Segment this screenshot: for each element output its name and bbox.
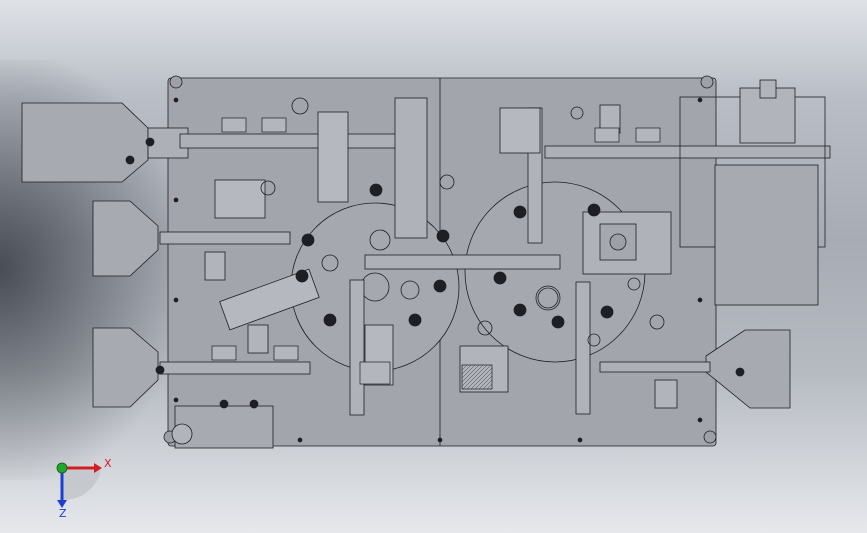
tooling-station — [408, 313, 422, 327]
bolt-hole — [249, 399, 259, 409]
clearance-hole — [587, 333, 601, 347]
x-axis-label: X — [104, 457, 112, 470]
feed-rail-bottom — [159, 361, 311, 375]
bolt-hole — [697, 97, 703, 103]
corner-foot — [700, 75, 714, 89]
tooling-station — [551, 315, 565, 329]
long-feed-rail-right — [544, 145, 831, 159]
slide-carriage — [499, 107, 541, 154]
bolt-hole — [437, 437, 443, 443]
tooling-station — [433, 279, 447, 293]
bolt-hole — [173, 197, 179, 203]
pick-place-head-2 — [214, 179, 266, 219]
angled-cylinder — [219, 268, 320, 331]
tooling-station — [513, 205, 527, 219]
clamp-block — [211, 345, 237, 361]
z-axis-head — [57, 500, 67, 508]
vertical-slide-4 — [575, 281, 591, 415]
tooling-station — [513, 303, 527, 317]
tooling-station — [493, 271, 507, 285]
clamp-block — [221, 117, 247, 133]
bolt-hole — [219, 399, 229, 409]
rotary-table-left-hub — [360, 272, 390, 302]
corner-foot — [169, 75, 183, 89]
bolt-hole — [577, 437, 583, 443]
side-cabinet-right — [714, 164, 819, 306]
clamp-block — [461, 364, 493, 390]
control-box — [174, 405, 274, 449]
pick-place-head-1 — [317, 111, 349, 203]
cylinder-body-bottom — [654, 379, 678, 409]
drive-box-shaft — [609, 233, 627, 251]
vertical-slide-2 — [349, 279, 365, 416]
top-cylinder-right — [759, 79, 777, 99]
tooling-station — [301, 233, 315, 247]
feed-rail-mid — [159, 231, 291, 245]
corner-foot — [703, 430, 717, 444]
bolt-hole — [173, 97, 179, 103]
hopper-bottom-left — [92, 327, 159, 408]
z-axis-label: Z — [59, 507, 67, 520]
clearance-hole — [477, 320, 493, 336]
tooling-station — [323, 313, 337, 327]
bolt-hole — [697, 417, 703, 423]
triad-shadow — [62, 470, 100, 500]
tooling-station — [587, 203, 601, 217]
clearance-hole — [400, 280, 420, 300]
clearance-hole — [369, 229, 391, 251]
cylinder-body-left — [204, 251, 226, 281]
hopper-bottom-right — [705, 329, 791, 409]
hopper-top-left — [21, 102, 149, 183]
clearance-hole — [649, 314, 665, 330]
clearance-hole — [291, 97, 309, 115]
axis-triad: X Z — [56, 457, 112, 520]
clamp-block — [635, 127, 661, 143]
tooling-station — [145, 137, 155, 147]
tooling-station — [125, 155, 135, 165]
x-axis-head — [94, 463, 102, 473]
clearance-hole — [627, 277, 641, 291]
bolt-hole — [297, 437, 303, 443]
clearance-hole — [260, 180, 276, 196]
tooling-station — [436, 229, 450, 243]
vertical-slide-1 — [394, 97, 428, 239]
clearance-hole — [439, 174, 455, 190]
control-box-knob — [171, 423, 193, 445]
tooling-station — [295, 269, 309, 283]
clamp-block — [594, 127, 620, 143]
tooling-station — [369, 183, 383, 197]
bolt-hole — [697, 297, 703, 303]
cylinder-body-left-2 — [247, 324, 269, 354]
center-transfer-rail — [364, 254, 561, 270]
tooling-station — [735, 367, 745, 377]
hopper-mid-left — [92, 200, 159, 277]
rotary-table-right-hub — [535, 285, 561, 311]
bolt-hole — [173, 297, 179, 303]
clamp-block — [261, 117, 287, 133]
origin-dot — [56, 462, 68, 474]
clearance-hole — [321, 254, 339, 272]
bolt-hole — [173, 397, 179, 403]
feed-rail-lower-right — [599, 361, 711, 373]
tooling-station — [600, 305, 614, 319]
clearance-hole — [537, 287, 559, 309]
clearance-hole — [570, 106, 584, 120]
clamp-block — [273, 345, 299, 361]
clamp-block — [359, 361, 391, 385]
feed-rail-top — [179, 133, 421, 149]
tooling-station — [155, 365, 165, 375]
